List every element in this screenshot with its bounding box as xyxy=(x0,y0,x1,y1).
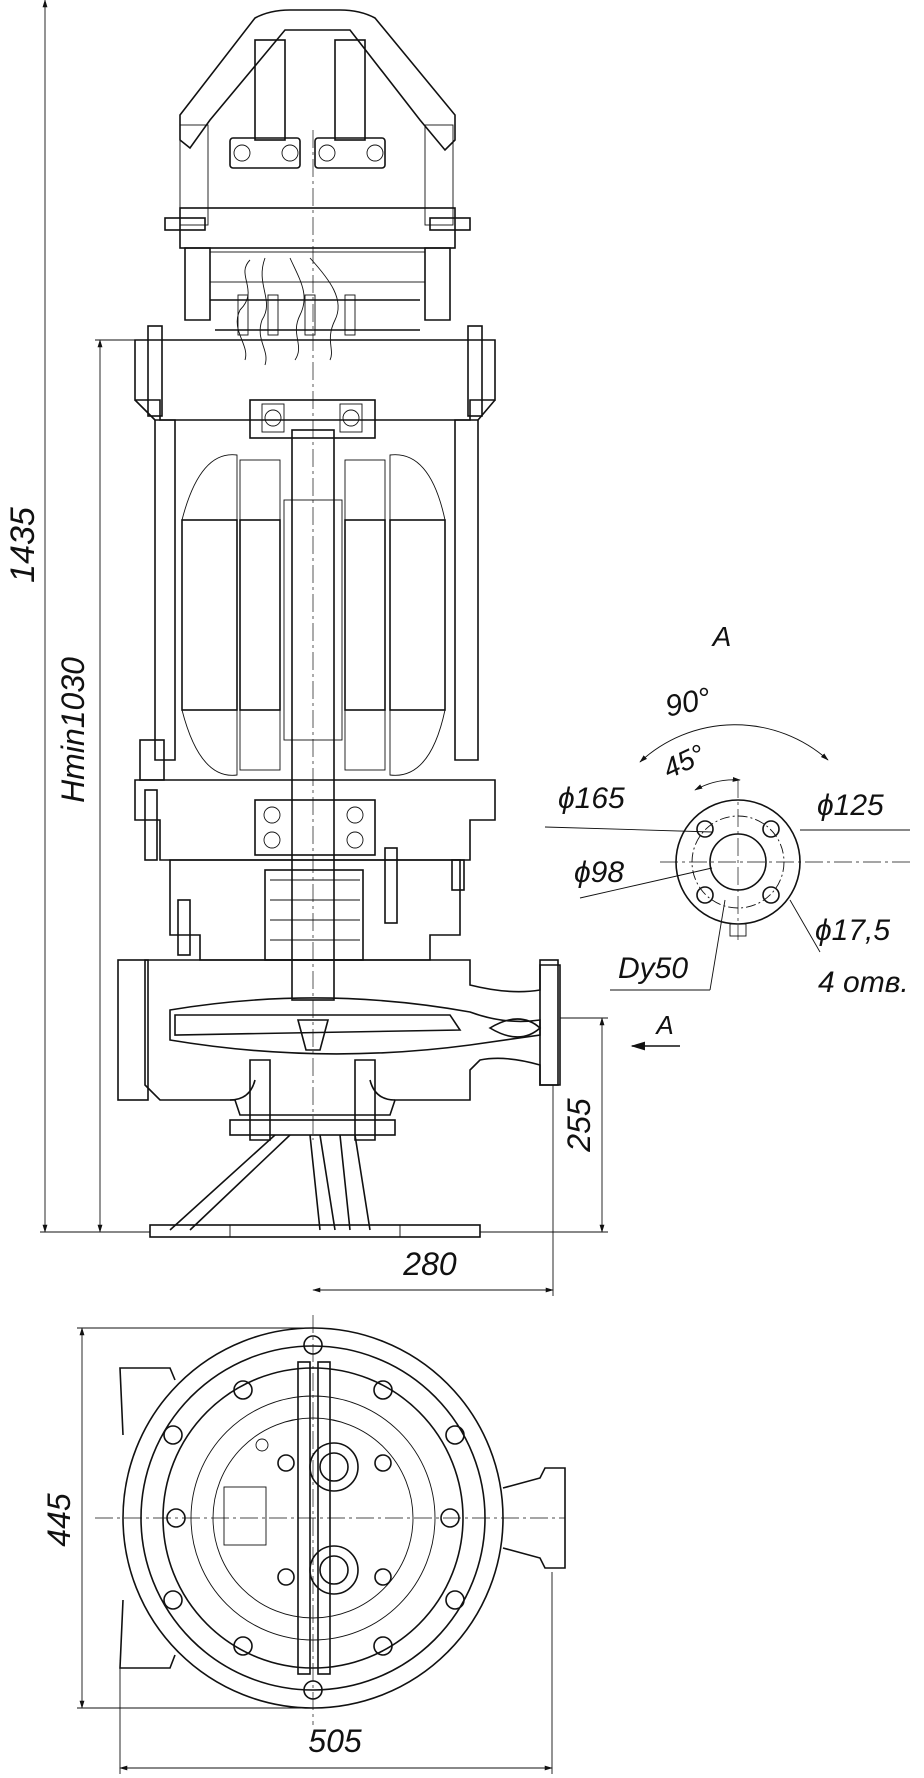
dim-hole: ϕ17,5 xyxy=(815,914,890,947)
terminal-studs xyxy=(237,294,356,336)
bolt-hole xyxy=(696,820,714,838)
top-bolt-right xyxy=(429,217,471,231)
bolt-hole xyxy=(696,886,714,904)
top-bolt-left xyxy=(164,217,206,231)
side-dimensions: 1435 Hmin1030 255 280 A xyxy=(4,0,680,1296)
plan-view xyxy=(95,1315,566,1725)
flange-view-a: A 90° 45° ϕ165 ϕ125 ϕ98 ϕ17,5 4 отв. Dy5… xyxy=(544,621,910,999)
view-arrow-label: A xyxy=(654,1010,673,1040)
dim-d98: ϕ98 xyxy=(574,856,624,889)
dim-outlet-offset: 280 xyxy=(402,1246,457,1282)
volute-casing xyxy=(144,959,561,1116)
angle-90: 90° xyxy=(662,682,713,724)
gland-clamp-left xyxy=(229,137,301,169)
inlet-flange-left xyxy=(117,959,149,1101)
dim-d165: ϕ165 xyxy=(558,782,625,815)
stand-flange xyxy=(229,1119,396,1136)
bolt-hole xyxy=(762,886,780,904)
view-letter: A xyxy=(711,621,732,652)
outlet-flange xyxy=(539,959,559,1086)
impeller xyxy=(174,1014,462,1036)
flange-bolt-right xyxy=(467,325,483,417)
base-plate xyxy=(149,1224,481,1238)
dim-holes-count: 4 отв. xyxy=(818,966,909,999)
flange-bolt-left xyxy=(147,325,163,417)
lifting-handle xyxy=(179,9,456,152)
cable-gland-left xyxy=(254,39,286,141)
suction-nozzle xyxy=(249,1059,271,1141)
side-section-view xyxy=(117,9,561,1238)
nameplate xyxy=(223,1486,267,1546)
cable-gland-right xyxy=(334,39,366,141)
plan-bolts xyxy=(163,1335,465,1700)
plan-dimensions: 445 505 xyxy=(41,1327,553,1774)
dim-d125: ϕ125 xyxy=(817,789,884,822)
top-cover xyxy=(179,207,456,249)
stator-windings xyxy=(181,454,446,776)
angle-45: 45° xyxy=(658,738,709,784)
gland-clamp-right xyxy=(314,137,386,169)
dim-plan-width: 445 xyxy=(41,1493,77,1547)
dim-nominal-bore: Dy50 xyxy=(618,952,688,985)
seal-chamber xyxy=(169,859,461,961)
dim-min-level: Hmin1030 xyxy=(55,657,91,803)
upper-flange xyxy=(134,339,496,421)
upper-bearing-housing xyxy=(249,399,376,439)
lower-bearing-shield xyxy=(134,779,496,861)
dim-plan-length: 505 xyxy=(308,1723,362,1759)
stand-legs xyxy=(169,1134,371,1231)
dim-stand-height: 255 xyxy=(561,1098,597,1153)
bolt-hole xyxy=(762,820,780,838)
dim-overall-height: 1435 xyxy=(4,507,42,583)
